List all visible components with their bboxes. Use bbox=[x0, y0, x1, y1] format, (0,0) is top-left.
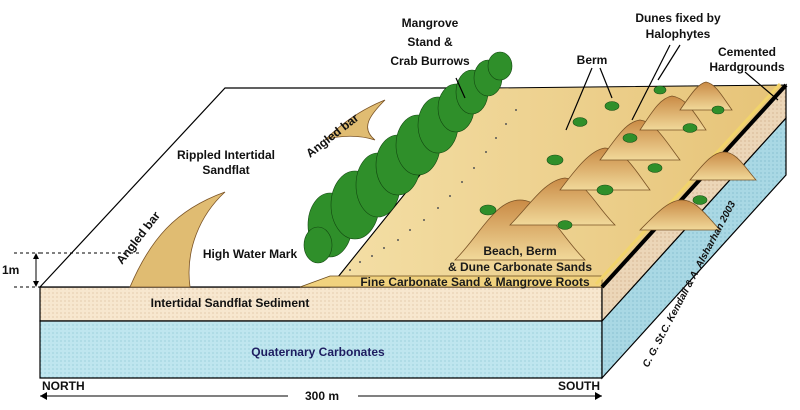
label-south: SOUTH bbox=[558, 379, 600, 393]
label-high-water-mark: High Water Mark bbox=[203, 247, 298, 261]
label-dunes-1: Dunes fixed by bbox=[635, 11, 721, 25]
cemented-hardground-edge bbox=[600, 83, 788, 289]
label-cemented-2: Hardgrounds bbox=[709, 60, 785, 74]
label-fine-sand: Fine Carbonate Sand & Mangrove Roots bbox=[360, 275, 590, 289]
label-mangrove-1: Mangrove bbox=[402, 16, 459, 30]
intertidal-sediment-front bbox=[39, 286, 603, 322]
label-mangrove-2: Stand & bbox=[407, 35, 453, 49]
label-intertidal-sediment: Intertidal Sandflat Sediment bbox=[151, 296, 310, 310]
label-beach-2: & Dune Carbonate Sands bbox=[448, 260, 592, 274]
hardground-yellow-band bbox=[594, 82, 782, 286]
height-arrow-head-top bbox=[33, 253, 39, 259]
width-arrow-left bbox=[40, 392, 47, 400]
height-arrow-head-bottom bbox=[33, 281, 39, 287]
label-north: NORTH bbox=[42, 379, 85, 393]
label-rippled-2: Sandflat bbox=[202, 163, 249, 177]
mangrove-stand bbox=[303, 51, 513, 264]
width-label-bg bbox=[288, 386, 358, 404]
label-dunes-2: Halophytes bbox=[646, 27, 711, 41]
crab-burrows bbox=[349, 109, 517, 271]
halophyte-shrubs bbox=[479, 85, 725, 230]
label-beach-1: Beach, Berm bbox=[483, 244, 556, 258]
label-height-scale: 1m bbox=[2, 263, 19, 277]
label-berm: Berm bbox=[577, 53, 608, 67]
label-cemented-1: Cemented bbox=[718, 45, 776, 59]
angled-bar-left bbox=[129, 191, 226, 288]
dunes-group bbox=[454, 81, 757, 261]
label-width-scale: 300 m bbox=[305, 389, 339, 403]
label-rippled-1: Rippled Intertidal bbox=[177, 148, 275, 162]
label-quaternary: Quaternary Carbonates bbox=[251, 345, 385, 359]
width-arrow-right bbox=[595, 392, 602, 400]
leader-lines bbox=[455, 44, 779, 131]
label-mangrove-3: Crab Burrows bbox=[390, 54, 470, 68]
angled-bar-top bbox=[324, 99, 386, 141]
